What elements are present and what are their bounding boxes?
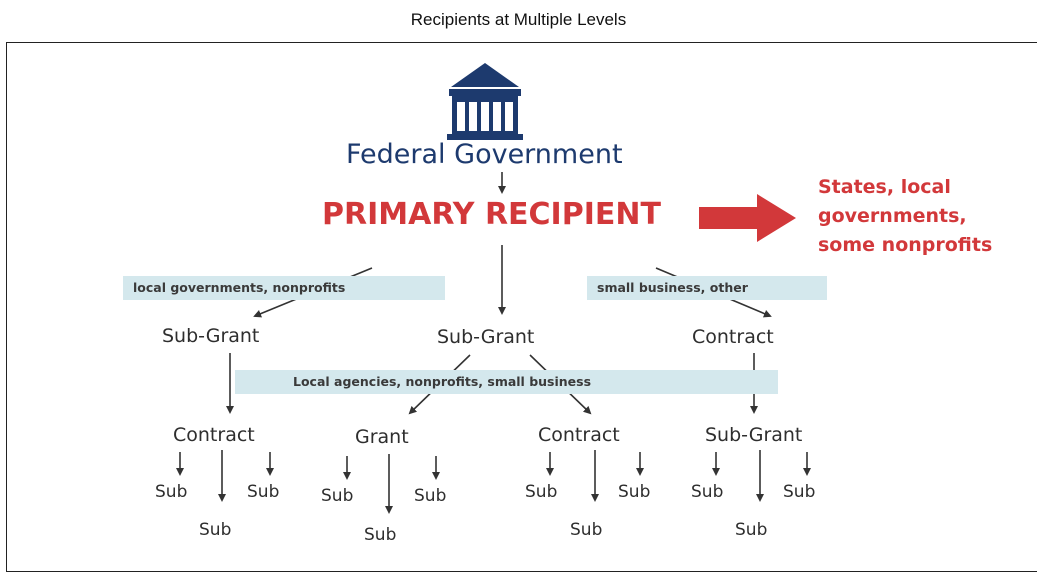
band-local-governments: local governments, nonprofits (123, 276, 445, 300)
node-sub-grant: Sub-Grant (705, 424, 803, 446)
band-local-agencies: Local agencies, nonprofits, small busine… (235, 370, 778, 394)
node-sub-grant: Sub-Grant (162, 325, 260, 347)
node-contract: Contract (538, 424, 620, 446)
leaf-sub: Sub (364, 525, 397, 545)
page-title: Recipients at Multiple Levels (410, 10, 627, 29)
node-grant: Grant (355, 426, 409, 448)
node-contract: Contract (692, 326, 774, 348)
leaf-sub: Sub (247, 482, 280, 502)
leaf-sub: Sub (691, 482, 724, 502)
example-line: governments, (818, 205, 967, 227)
federal-government-label: Federal Government (346, 139, 623, 170)
red-arrow-icon (699, 194, 796, 242)
leaf-sub: Sub (525, 482, 558, 502)
leaf-sub: Sub (570, 520, 603, 540)
leaf-sub: Sub (155, 482, 188, 502)
leaf-sub: Sub (618, 482, 651, 502)
leaf-sub: Sub (414, 486, 447, 506)
government-building-icon (447, 63, 523, 140)
leaf-sub: Sub (735, 520, 768, 540)
band-small-business: small business, other (587, 276, 827, 300)
leaf-sub: Sub (199, 520, 232, 540)
leaf-sub: Sub (783, 482, 816, 502)
example-line: some nonprofits (818, 234, 993, 256)
node-sub-grant: Sub-Grant (437, 326, 535, 348)
primary-recipient-label: PRIMARY RECIPIENT (322, 197, 661, 232)
leaf-sub: Sub (321, 486, 354, 506)
node-contract: Contract (173, 424, 255, 446)
example-line: States, local (818, 176, 951, 198)
